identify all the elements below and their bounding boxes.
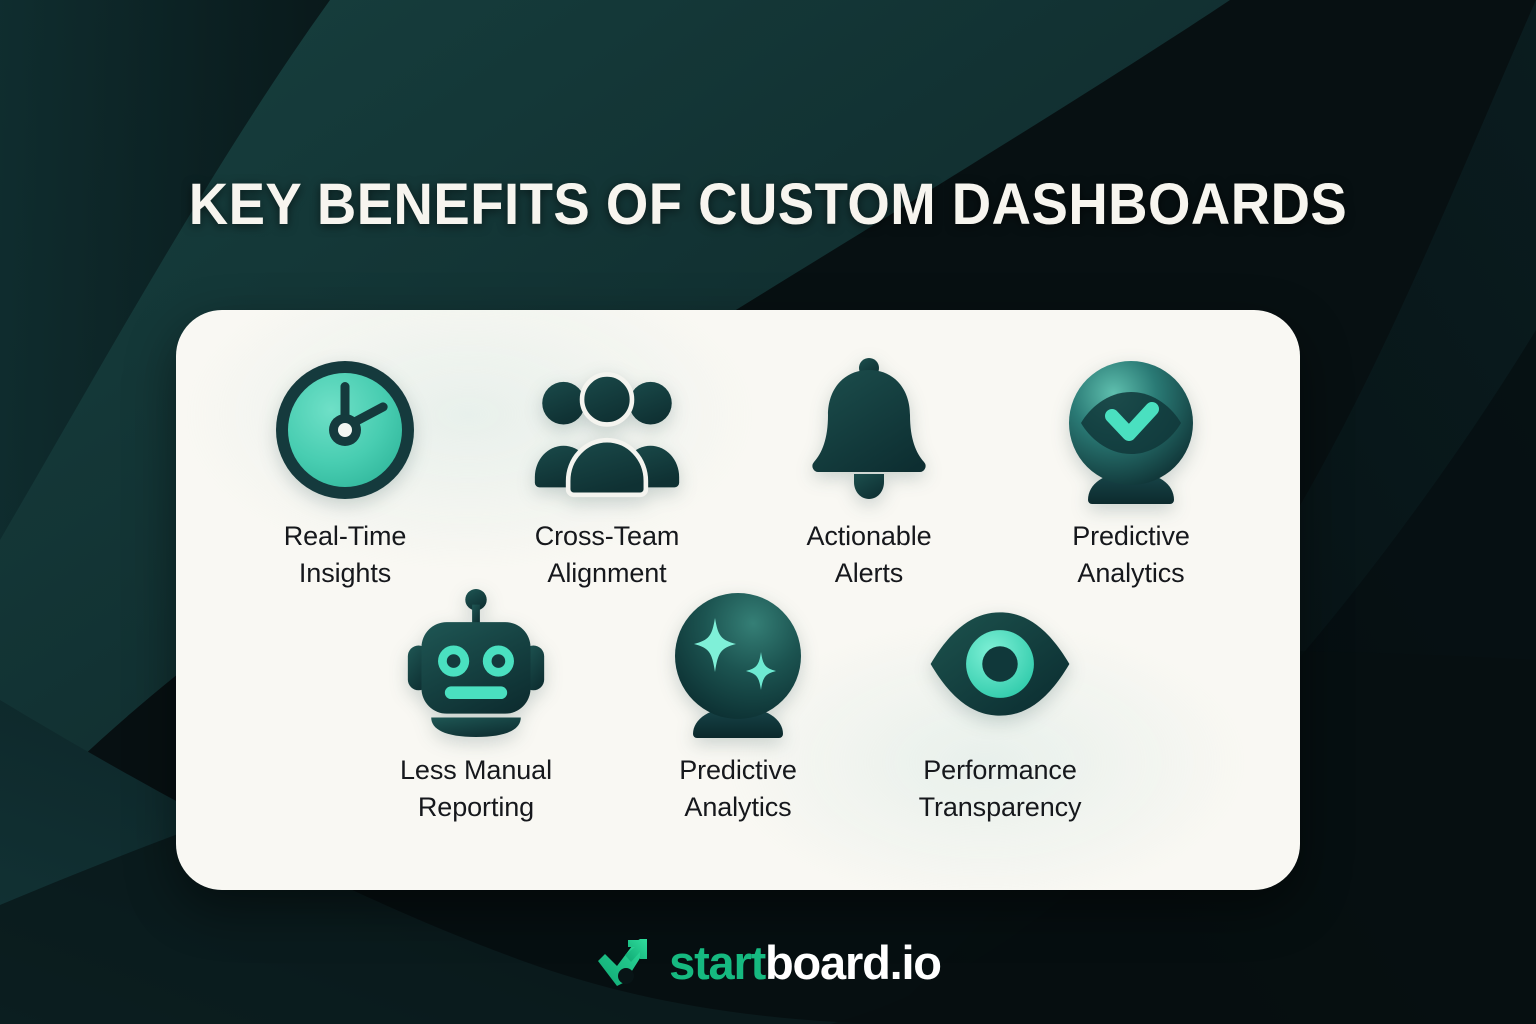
benefit-label: Performance Transparency — [918, 755, 1082, 822]
brand-wordmark: startboard.io — [669, 935, 942, 989]
bell-icon — [795, 356, 943, 504]
page-title: KEY BENEFITS OF CUSTOM DASHBOARDS — [188, 172, 1348, 237]
benefit-label: Cross-Team Alignment — [534, 521, 680, 588]
brand-wordmark-secondary: board.io — [765, 935, 942, 989]
benefit-item-less-manual-reporting[interactable]: Less Manual Reporting — [345, 589, 607, 825]
benefit-label: Real-Time Insights — [283, 521, 407, 588]
benefit-label: Actionable Alerts — [806, 521, 932, 588]
benefit-item-cross-team-alignment[interactable]: Cross-Team Alignment — [476, 356, 738, 591]
benefit-label: Predictive Analytics — [1072, 521, 1190, 588]
benefit-label: Predictive Analytics — [679, 755, 797, 822]
brand-wordmark-primary: start — [669, 935, 766, 989]
brand-logo[interactable]: startboard.io — [0, 934, 1536, 990]
crystal-ball-check-icon — [1057, 356, 1205, 504]
benefit-item-actionable-alerts[interactable]: Actionable Alerts — [738, 356, 1000, 591]
checkmark-arrow-icon — [598, 939, 648, 986]
clock-icon — [271, 356, 419, 504]
eye-icon — [926, 590, 1074, 738]
benefit-item-predictive-analytics-sparkle[interactable]: Predictive Analytics — [607, 590, 869, 825]
crystal-ball-sparkle-icon — [664, 590, 812, 738]
benefits-row-1: Real-Time Insights — [176, 356, 1300, 591]
benefits-card: Real-Time Insights — [176, 310, 1300, 890]
benefits-row-2: Less Manual Reporting — [176, 589, 1300, 825]
benefit-label: Less Manual Reporting — [400, 755, 552, 822]
benefit-item-real-time-insights[interactable]: Real-Time Insights — [214, 356, 476, 591]
people-group-icon — [533, 356, 681, 504]
benefit-item-performance-transparency[interactable]: Performance Transparency — [869, 590, 1131, 825]
robot-icon — [402, 589, 550, 738]
benefit-item-predictive-analytics-check[interactable]: Predictive Analytics — [1000, 356, 1262, 591]
